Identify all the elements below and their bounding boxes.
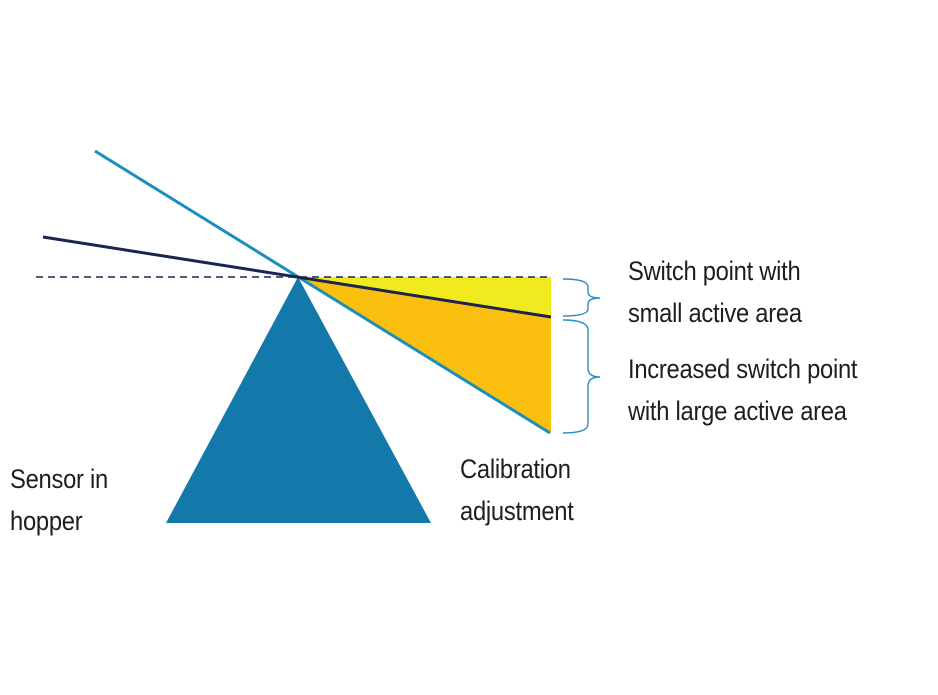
switch-point-line [42,235,552,319]
label-line: Calibration [460,454,571,484]
label-line: adjustment [460,496,574,526]
sensor-triangle [166,277,431,523]
label-line: Switch point with [628,256,801,286]
label-line: small active area [628,298,802,328]
calibration-adjustment-label: Calibration adjustment [460,448,574,532]
increased-switch-point-label: Increased switch point with large active… [628,348,858,432]
small-area-bracket [562,278,601,317]
sensor-in-hopper-label: Sensor in hopper [10,458,108,542]
switch-point-small-area-label: Switch point with small active area [628,250,802,334]
increased-switch-line [94,149,551,435]
large-area-bracket [562,319,601,434]
label-line: Increased switch point [628,354,858,384]
label-line: Sensor in [10,464,109,494]
label-line: hopper [10,506,83,536]
label-line: with large active area [628,396,847,426]
